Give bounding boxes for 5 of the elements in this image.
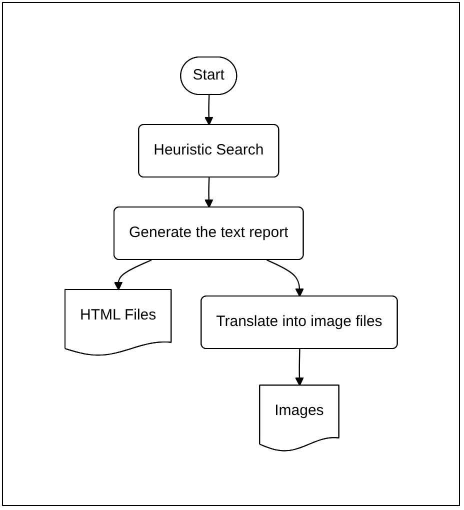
arrow: [294, 349, 304, 386]
arrow: [114, 260, 152, 291]
arrow: [204, 95, 214, 126]
arrow: [204, 178, 214, 208]
arrow: [266, 260, 304, 298]
